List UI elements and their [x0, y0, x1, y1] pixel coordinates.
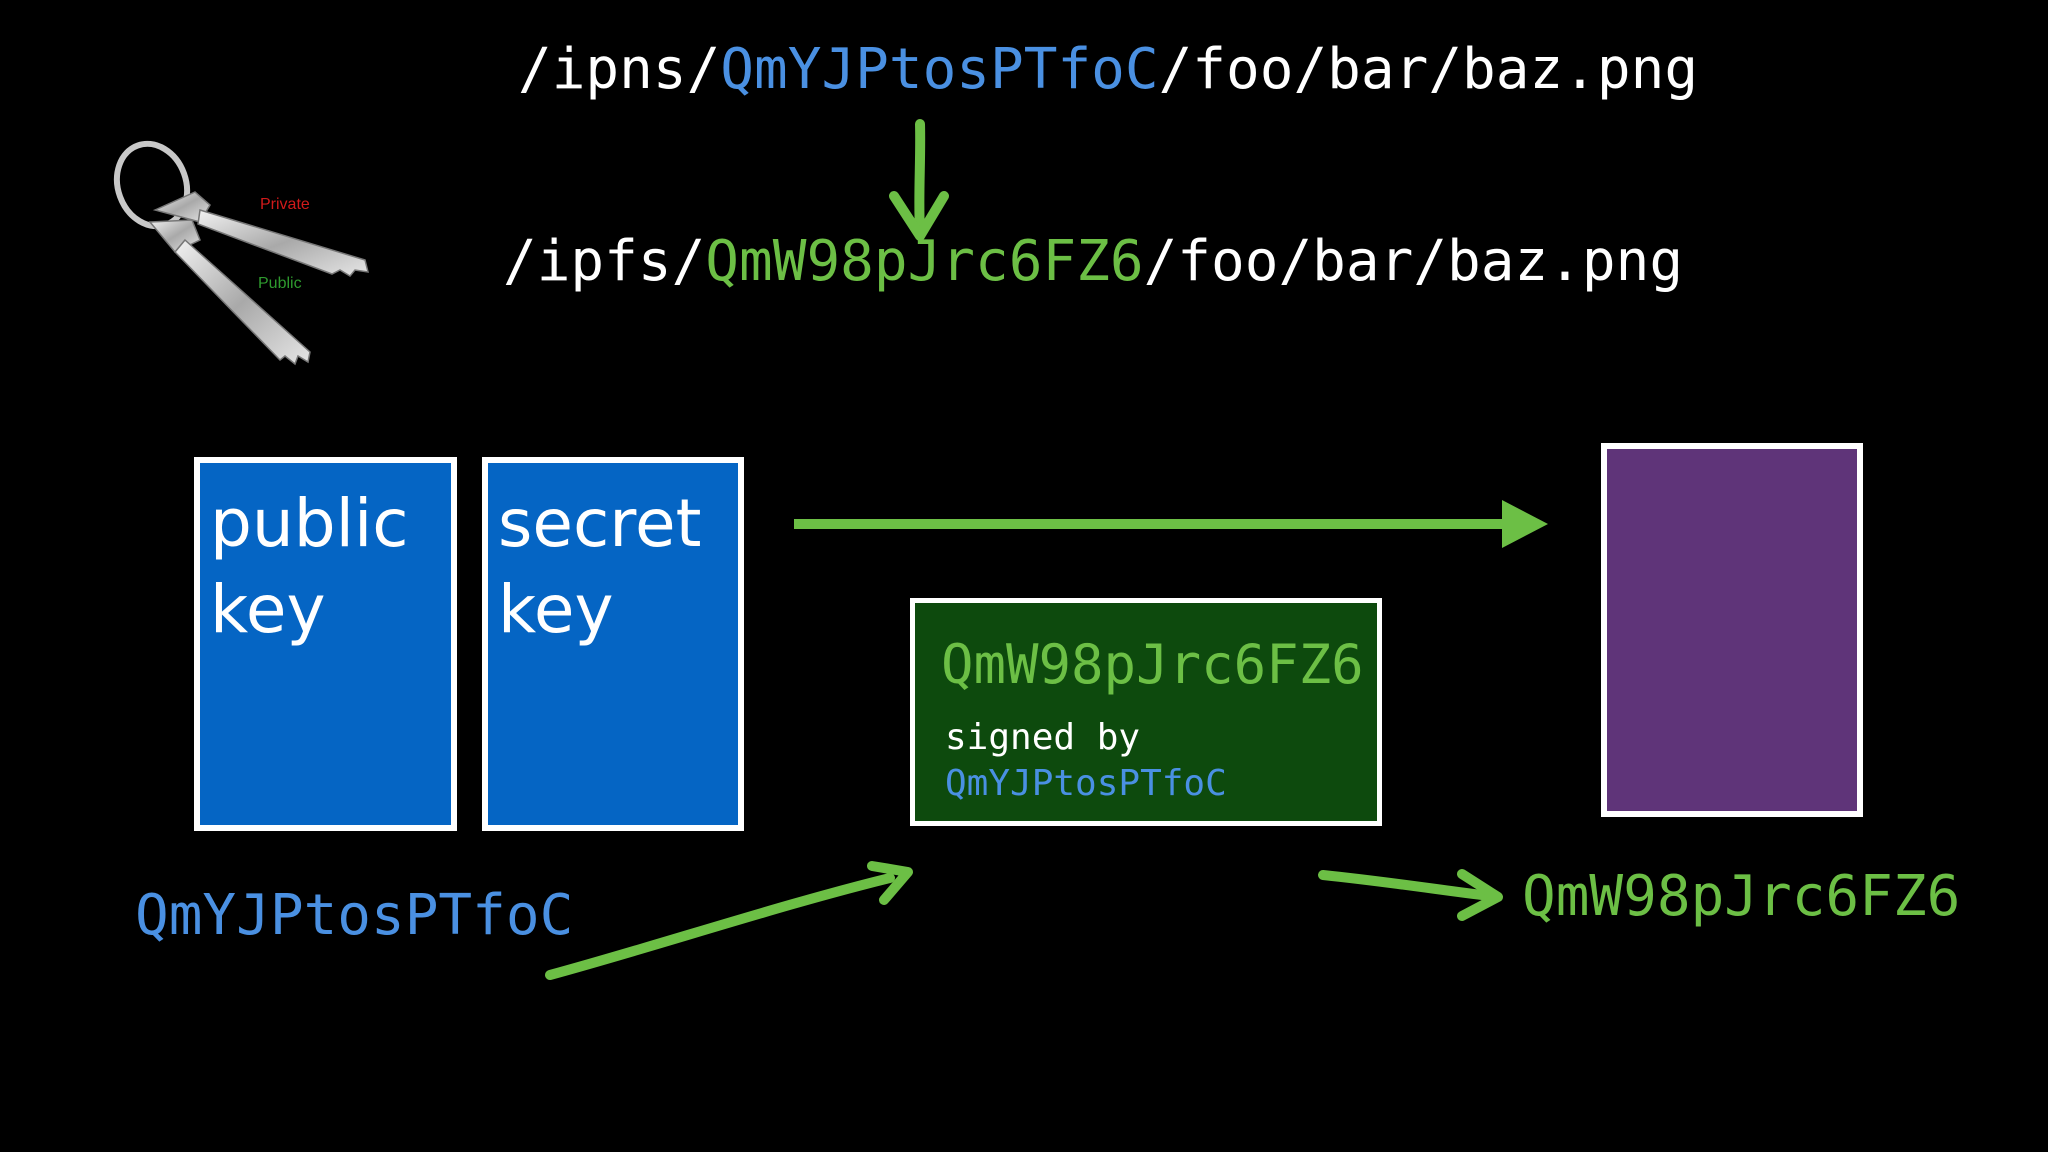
resolve-arrow	[1318, 870, 1495, 901]
private-key-shape	[152, 191, 370, 277]
ipns-hash: QmYJPtosPTfoC	[720, 37, 1159, 102]
resolved-hash-label: QmW98pJrc6FZ6	[1522, 864, 1961, 929]
published-record-box	[1601, 443, 1863, 817]
sign-arrowhead	[867, 861, 913, 905]
record-hash: QmW98pJrc6FZ6	[941, 633, 1364, 696]
private-label: Private	[260, 196, 310, 213]
secret-key-line2: key	[498, 571, 614, 648]
ipns-prefix: /ipns/	[518, 37, 721, 102]
public-key-line2: key	[210, 571, 326, 648]
record-signed-by: signed by	[945, 717, 1141, 758]
ipfs-path: /ipfs/QmW98pJrc6FZ6/foo/bar/baz.png	[503, 234, 1683, 290]
public-key-box: public key	[194, 457, 457, 831]
ipns-suffix: /foo/bar/baz.png	[1158, 37, 1699, 102]
resolve-arrowhead	[1457, 869, 1503, 921]
peer-id-label: QmYJPtosPTfoC	[135, 883, 574, 948]
publish-arrowhead	[1502, 500, 1548, 548]
public-key-shape	[148, 219, 311, 366]
ipfs-suffix: /foo/bar/baz.png	[1143, 229, 1684, 294]
secret-key-box: secret key	[482, 457, 744, 831]
record-signer: QmYJPtosPTfoC	[945, 763, 1227, 804]
ipns-path: /ipns/QmYJPtosPTfoC/foo/bar/baz.png	[518, 42, 1698, 98]
public-key-line1: public	[210, 485, 409, 562]
keys-icon: Private Public	[113, 140, 370, 366]
signed-record-box: QmW98pJrc6FZ6 signed by QmYJPtosPTfoC	[910, 598, 1382, 826]
resolve-down-arrow	[914, 119, 926, 237]
public-label: Public	[258, 275, 302, 292]
secret-key-line1: secret	[498, 485, 702, 562]
ipfs-hash: QmW98pJrc6FZ6	[705, 229, 1144, 294]
sign-arrow	[545, 873, 895, 980]
resolve-down-arrowhead	[889, 191, 949, 241]
ipfs-prefix: /ipfs/	[503, 229, 706, 294]
